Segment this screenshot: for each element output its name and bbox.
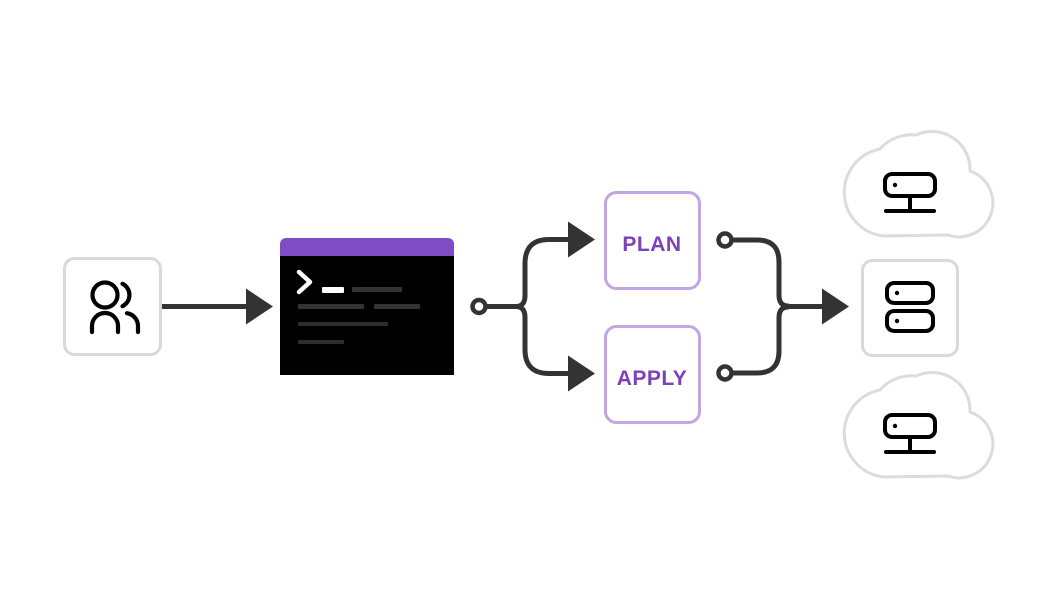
plan-to-merge-path (730, 237, 791, 309)
terminal-titlebar (280, 238, 454, 256)
terminal-line (298, 340, 344, 344)
terminal-body (280, 256, 454, 375)
terminal-line (374, 304, 420, 309)
apply-node[interactable]: APPLY (604, 325, 701, 424)
terminal-line (298, 304, 364, 309)
branch-to-apply-path (513, 304, 595, 392)
branch-source-connector-dot (470, 297, 488, 316)
terminal-prompt-chevron-icon (296, 269, 313, 295)
cloud-bottom-node[interactable] (842, 371, 995, 480)
apply-to-merge-path (730, 304, 791, 376)
server-stack-icon (885, 281, 935, 333)
network-server-icon (883, 172, 937, 213)
plan-node[interactable]: PLAN (604, 191, 701, 290)
users-node[interactable] (63, 257, 162, 356)
cloud-bottom-shape[interactable] (842, 371, 995, 480)
branch-to-plan-path (513, 221, 595, 309)
plan-label: PLAN (622, 233, 681, 256)
terminal-line (298, 322, 388, 326)
cloud-top-node[interactable] (842, 130, 995, 239)
terminal-node[interactable] (280, 238, 454, 375)
plan-output-connector-dot (716, 231, 734, 249)
datacenter-node[interactable] (861, 259, 959, 357)
datacenter-box[interactable] (861, 259, 959, 357)
apply-box[interactable] (604, 325, 701, 424)
apply-label: APPLY (617, 367, 688, 390)
terminal-line (322, 287, 344, 293)
merge-connector-group (716, 231, 849, 382)
plan-box[interactable] (604, 191, 701, 290)
network-server-icon (883, 413, 937, 454)
terminal-code-lines (298, 287, 420, 344)
cloud-top-shape[interactable] (842, 130, 995, 239)
apply-output-connector-dot (716, 364, 734, 382)
branch-connector-group (470, 221, 595, 392)
users-icon (89, 280, 141, 335)
terminal-line (352, 287, 402, 292)
